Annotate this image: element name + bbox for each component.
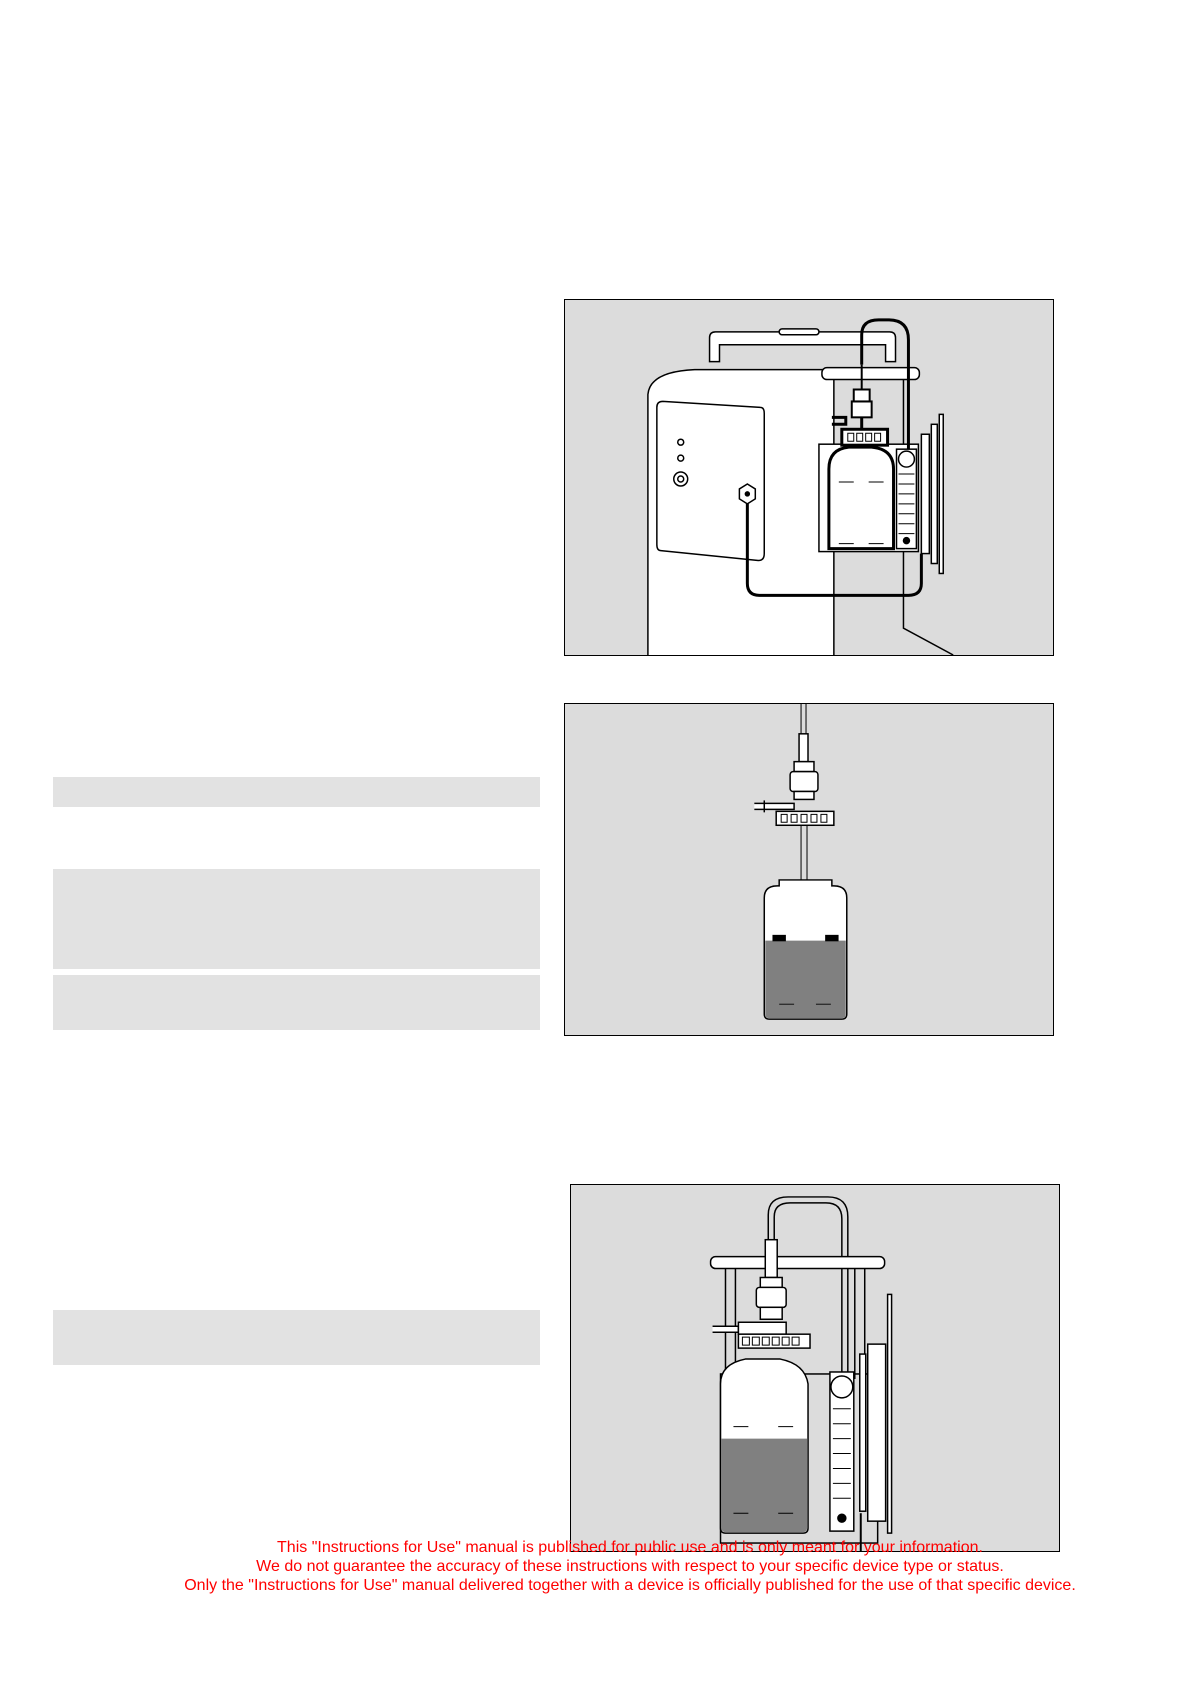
shaded-note-box-2 bbox=[53, 869, 540, 969]
figure-collection-jar-filled bbox=[564, 703, 1054, 1036]
shaded-note-box-3 bbox=[53, 975, 540, 1030]
disclaimer-line-2: We do not guarantee the accuracy of thes… bbox=[256, 1558, 1004, 1575]
jar-holder-illustration bbox=[709, 1196, 893, 1551]
disclaimer-line-1: This "Instructions for Use" manual is pu… bbox=[277, 1539, 983, 1556]
shaded-note-box-1 bbox=[53, 777, 540, 807]
disclaimer: This "Instructions for Use" manual is pu… bbox=[0, 1538, 1191, 1595]
figure-suction-unit-assembled bbox=[564, 299, 1054, 656]
disclaimer-line-3: Only the "Instructions for Use" manual d… bbox=[184, 1577, 1076, 1594]
figure-jar-in-holder bbox=[570, 1184, 1060, 1552]
suction-unit-illustration bbox=[647, 318, 954, 655]
collection-jar-illustration bbox=[754, 704, 848, 1020]
shaded-note-box-4 bbox=[53, 1310, 540, 1365]
